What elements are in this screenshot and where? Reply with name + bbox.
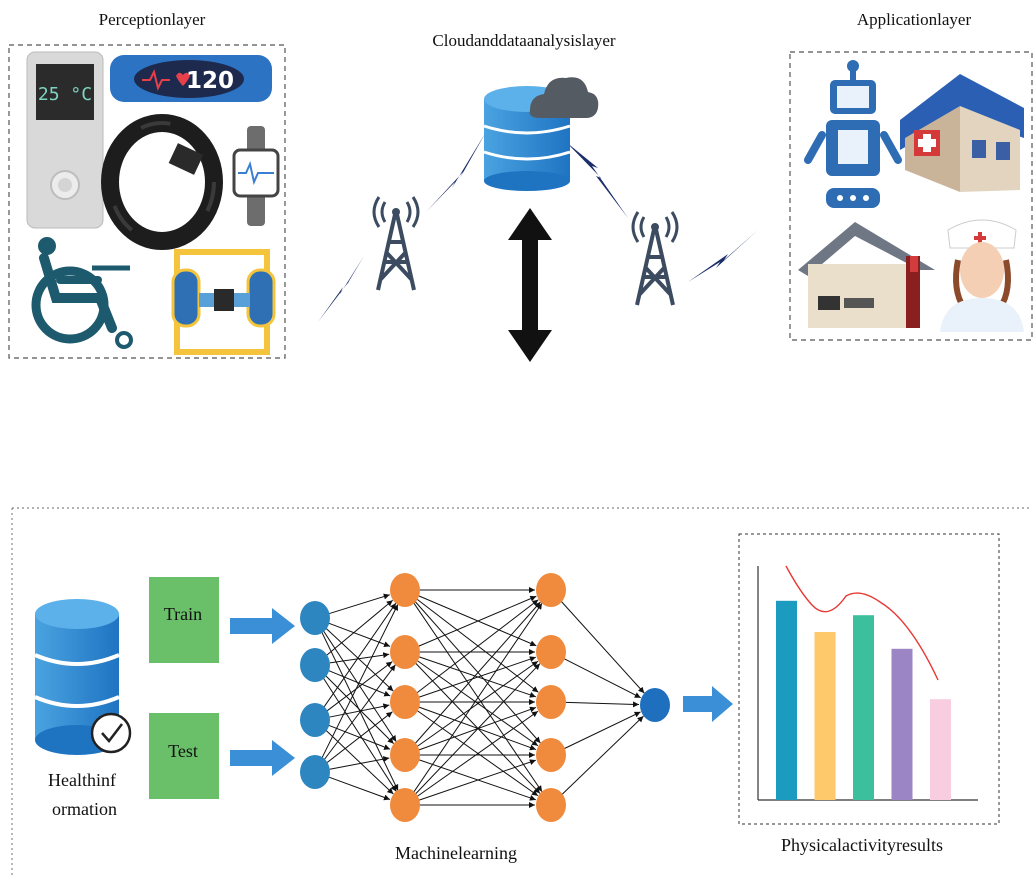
results-chart-panel <box>738 533 1000 825</box>
smart-band-icon <box>101 114 223 250</box>
trend-line <box>785 565 939 681</box>
nn-connection <box>561 715 644 795</box>
home-office-icon <box>798 222 935 328</box>
result-bar <box>930 699 951 800</box>
check-icon <box>90 712 132 754</box>
nn-connection <box>416 599 539 694</box>
thermometer-device-icon: 25 °C <box>26 51 104 229</box>
nurse-icon <box>940 219 1024 332</box>
nn-connection <box>329 593 390 615</box>
nn-hidden-node <box>536 738 566 772</box>
health-information-label-line2: ormation <box>52 799 117 819</box>
nn-hidden-node <box>390 788 420 822</box>
test-arrow-icon <box>230 740 295 776</box>
results-label: Physicalactivityresults <box>781 835 943 855</box>
nn-connection <box>564 711 641 749</box>
smart-watch-icon <box>232 126 280 226</box>
nn-connection <box>329 703 390 718</box>
machine-learning-label: Machinelearning <box>395 843 517 863</box>
cloud-database-icon <box>483 77 599 191</box>
nn-input-node <box>300 648 330 682</box>
nn-connection <box>414 663 541 795</box>
result-bar <box>776 600 797 800</box>
health-database-icon <box>34 599 132 755</box>
nn-hidden-node <box>390 685 420 719</box>
neural-network-connections <box>321 587 645 808</box>
train-label: Train <box>164 604 202 624</box>
test-box <box>149 713 219 799</box>
antenna-tower-icon <box>372 196 420 291</box>
nn-connection <box>418 595 537 647</box>
nn-output-node <box>640 688 670 722</box>
nn-connection <box>325 627 394 692</box>
nn-hidden-node <box>536 788 566 822</box>
nn-hidden-node <box>390 573 420 607</box>
nn-input-node <box>300 601 330 635</box>
cloud-layer-label: Cloudanddataanalysislayer <box>432 31 616 50</box>
wheelchair-icon <box>31 237 133 349</box>
nn-hidden-node <box>536 573 566 607</box>
double-arrow-icon <box>508 208 552 362</box>
nn-connection <box>325 675 395 745</box>
nn-connection <box>329 756 390 770</box>
nn-connection <box>419 759 537 801</box>
result-bar <box>814 632 836 800</box>
neural-network-nodes <box>300 573 670 822</box>
result-bar <box>891 648 913 800</box>
perception-layer-panel: 25 °C 120 <box>8 44 286 359</box>
test-label: Test <box>168 741 198 761</box>
train-box <box>149 577 219 663</box>
health-information-label-line1: Healthinf <box>48 770 116 790</box>
nn-connection <box>416 710 539 797</box>
nn-connection <box>326 599 394 656</box>
nn-connection <box>323 602 397 708</box>
nn-connection <box>326 661 393 712</box>
robot-icon <box>804 60 902 208</box>
result-bar <box>853 615 874 800</box>
nn-connection <box>328 670 391 697</box>
thermometer-reading: 25 °C <box>38 84 92 105</box>
nn-connection <box>416 660 539 747</box>
application-layer-panel <box>789 51 1033 341</box>
nn-connection <box>325 729 394 795</box>
walker-device-icon <box>171 249 276 355</box>
ml-pipeline-panel <box>11 507 1032 875</box>
nn-connection <box>560 600 645 694</box>
hospital-icon <box>900 74 1024 192</box>
nn-connection <box>326 711 393 764</box>
heart-rate-reading: 120 <box>186 68 234 94</box>
nn-hidden-node <box>536 635 566 669</box>
antenna-tower-icon <box>631 211 679 306</box>
nn-connection <box>419 656 537 698</box>
nn-connection <box>322 677 397 792</box>
application-layer-label: Applicationlayer <box>857 10 972 29</box>
nn-connection <box>321 604 399 759</box>
nn-hidden-node <box>390 635 420 669</box>
result-bars <box>776 600 951 800</box>
nn-input-node <box>300 703 330 737</box>
nn-connection <box>323 664 396 761</box>
nn-hidden-node <box>536 685 566 719</box>
heart-rate-band-icon: 120 <box>110 55 272 102</box>
nn-hidden-node <box>390 738 420 772</box>
nn-connection <box>328 622 391 648</box>
nn-connection <box>413 602 543 793</box>
nn-connection <box>329 652 390 664</box>
nn-connection <box>565 701 640 708</box>
nn-input-node <box>300 755 330 789</box>
train-arrow-icon <box>230 608 295 644</box>
perception-layer-label: Perceptionlayer <box>99 10 206 29</box>
output-arrow-icon <box>683 686 733 722</box>
nn-connection <box>414 601 541 745</box>
nn-connection <box>564 658 641 699</box>
nn-connection <box>328 776 391 801</box>
